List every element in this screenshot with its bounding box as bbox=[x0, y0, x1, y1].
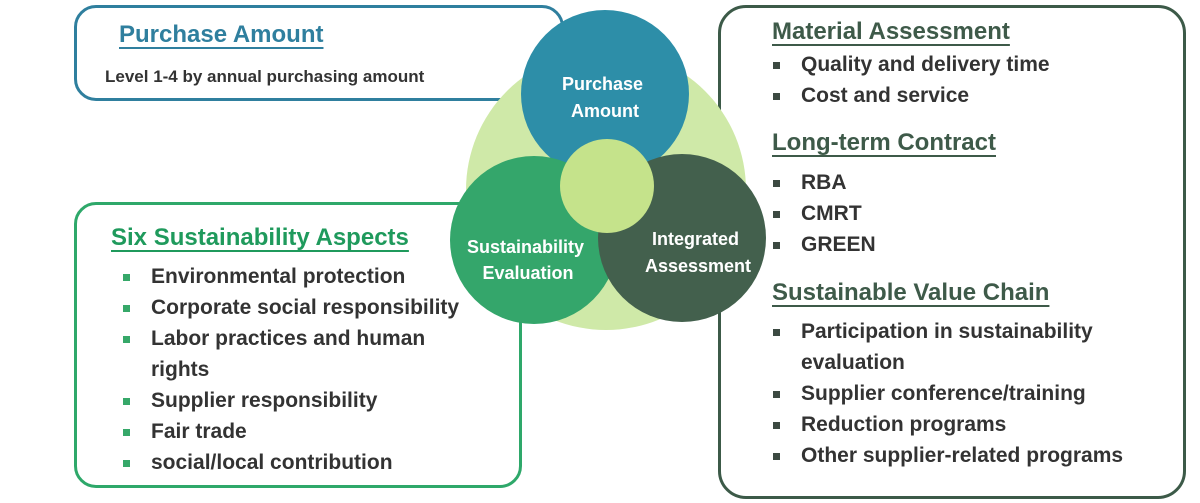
material-assessment-list: Quality and delivery time Cost and servi… bbox=[773, 49, 1050, 111]
list-item: Cost and service bbox=[773, 80, 1050, 111]
bullet-icon bbox=[123, 429, 130, 436]
sustainability-aspects-box: Six Sustainability Aspects Environmental… bbox=[74, 202, 522, 488]
sustainability-evaluation-label: Sustainability Evaluation bbox=[467, 237, 589, 283]
purchase-amount-box: Purchase Amount Level 1-4 by annual purc… bbox=[74, 5, 564, 101]
long-term-contract-list: RBA CMRT GREEN bbox=[773, 167, 876, 260]
purchase-amount-label: Purchase Amount bbox=[562, 74, 648, 121]
bullet-icon bbox=[123, 274, 130, 281]
bullet-icon bbox=[123, 336, 130, 343]
bullet-icon bbox=[123, 460, 130, 467]
sustainability-aspects-list: Environmental protection Corporate socia… bbox=[123, 261, 459, 478]
list-item: Reduction programs bbox=[773, 409, 1123, 440]
list-item: Participation in sustainability bbox=[773, 316, 1123, 347]
list-item: RBA bbox=[773, 167, 876, 198]
bullet-icon bbox=[123, 398, 130, 405]
sustainable-value-chain-list: Participation in sustainability evaluati… bbox=[773, 316, 1123, 471]
list-item: Quality and delivery time bbox=[773, 49, 1050, 80]
integrated-assessment-label: Integrated Assessment bbox=[645, 229, 751, 276]
purchase-amount-circle bbox=[521, 10, 689, 178]
purchase-amount-title: Purchase Amount bbox=[119, 21, 324, 48]
purchase-amount-text: Level 1-4 by annual purchasing amount bbox=[105, 67, 425, 86]
bullet-icon bbox=[773, 211, 780, 218]
sustainability-aspects-title: Six Sustainability Aspects bbox=[111, 224, 409, 251]
list-item: Supplier responsibility bbox=[123, 385, 459, 416]
list-item: CMRT bbox=[773, 198, 876, 229]
list-item: Corporate social responsibility bbox=[123, 292, 459, 323]
bullet-icon bbox=[773, 391, 780, 398]
list-item: Environmental protection bbox=[123, 261, 459, 292]
sustainable-value-chain-title: Sustainable Value Chain bbox=[772, 279, 1050, 306]
bullet-icon bbox=[773, 62, 780, 69]
list-item: Labor practices and human bbox=[123, 323, 459, 354]
bullet-icon bbox=[773, 242, 780, 249]
bullet-icon bbox=[773, 180, 780, 187]
bullet-icon bbox=[773, 453, 780, 460]
bullet-icon bbox=[773, 329, 780, 336]
list-item: GREEN bbox=[773, 229, 876, 260]
list-item: social/local contribution bbox=[123, 447, 459, 478]
center-circle bbox=[560, 139, 654, 233]
bullet-icon bbox=[773, 93, 780, 100]
list-item: Supplier conference/training bbox=[773, 378, 1123, 409]
material-assessment-title: Material Assessment bbox=[772, 18, 1010, 45]
list-item-continuation: evaluation bbox=[801, 351, 905, 374]
list-item: Fair trade bbox=[123, 416, 459, 447]
list-item: Other supplier-related programs bbox=[773, 440, 1123, 471]
bullet-icon bbox=[123, 305, 130, 312]
list-item-continuation: rights bbox=[151, 358, 210, 381]
bullet-icon bbox=[773, 422, 780, 429]
assessment-box: Material Assessment Quality and delivery… bbox=[718, 5, 1186, 499]
long-term-contract-title: Long-term Contract bbox=[772, 129, 996, 156]
